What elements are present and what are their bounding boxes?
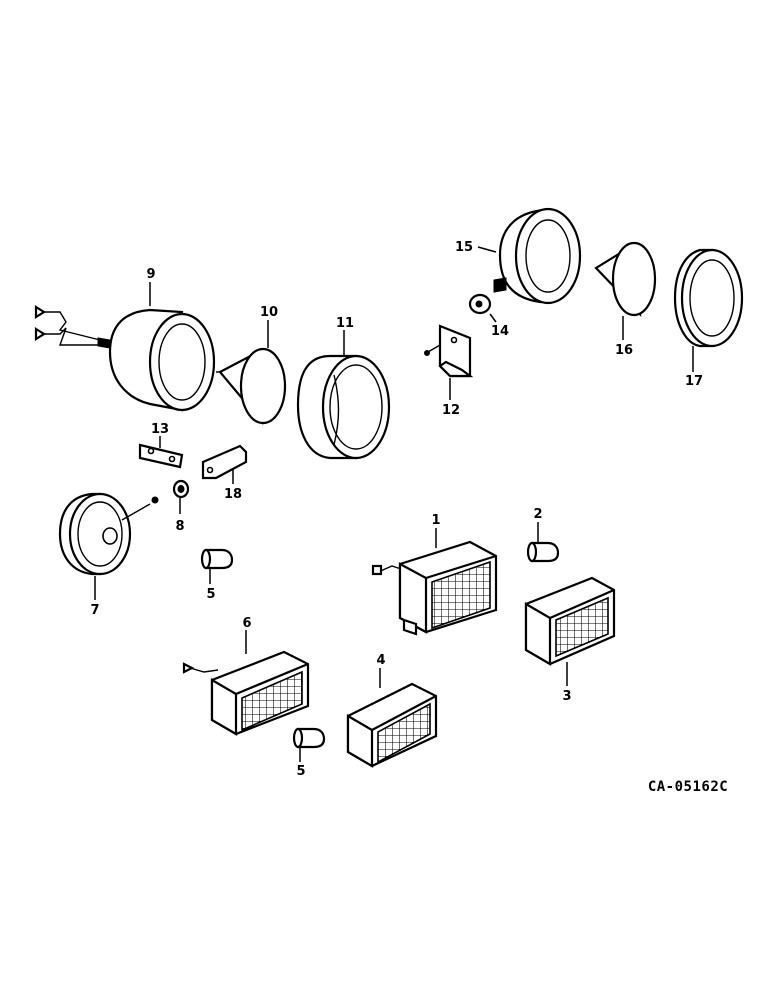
rect-lamp-4 [346, 682, 438, 768]
reflector-10 [216, 347, 287, 426]
rect-lamp-1 [371, 540, 498, 636]
rect-lamp-6 [182, 650, 310, 736]
bezel-ring-17 [673, 248, 744, 348]
lamp-housing-9 [34, 305, 216, 412]
mounting-bracket-12 [424, 324, 474, 378]
callout-18: 18 [224, 487, 242, 502]
callout-1: 1 [431, 513, 440, 528]
round-lamp-7 [58, 492, 159, 576]
leader-lines [94, 246, 694, 762]
leader-15 [477, 246, 497, 253]
callout-3: 3 [562, 689, 571, 704]
bulb-5-upper [200, 548, 234, 570]
knob-14 [468, 293, 492, 315]
callouts: 9 10 11 13 18 8 7 5 15 14 12 16 17 1 2 3… [90, 240, 703, 779]
callout-5-upper: 5 [206, 587, 215, 602]
callout-17: 17 [685, 374, 703, 389]
callout-10: 10 [260, 305, 278, 320]
callout-9: 9 [146, 267, 155, 282]
rect-lamp-3 [524, 576, 616, 666]
bezel-ring-11 [296, 354, 391, 460]
callout-15: 15 [455, 240, 473, 255]
callout-8: 8 [175, 519, 184, 534]
callout-16: 16 [615, 343, 633, 358]
callout-7: 7 [90, 603, 99, 618]
callout-4: 4 [376, 653, 385, 668]
grommet-8 [172, 479, 190, 499]
bulb-2 [526, 541, 560, 563]
callout-2: 2 [533, 507, 542, 522]
callout-5-lower: 5 [296, 764, 305, 779]
plate-bracket-13 [138, 443, 184, 469]
leader-14 [489, 313, 497, 323]
bulb-5-lower [292, 727, 326, 749]
lamp-housing-15 [493, 207, 582, 305]
drawing-id: CA-05162C [648, 779, 728, 795]
reflector-16 [594, 241, 657, 317]
callout-14: 14 [491, 324, 509, 339]
callout-11: 11 [336, 316, 354, 331]
angle-bracket-18 [201, 444, 248, 480]
callout-6: 6 [242, 616, 251, 631]
callout-13: 13 [151, 422, 169, 437]
callout-12: 12 [442, 403, 460, 418]
